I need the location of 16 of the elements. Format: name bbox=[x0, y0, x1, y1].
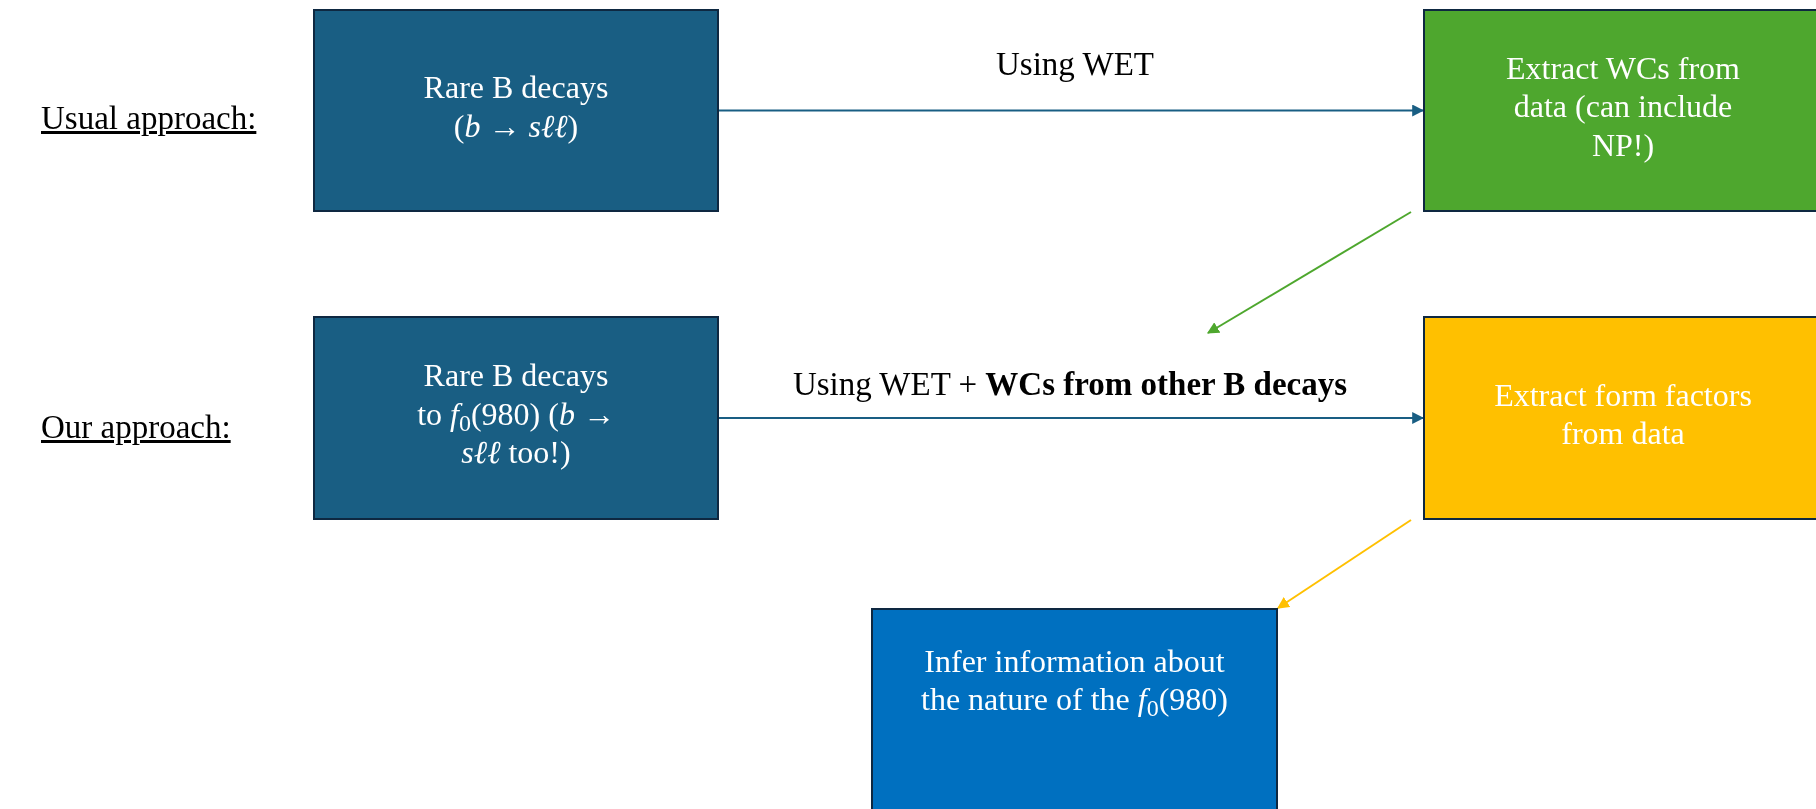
box-text: Rare B decays (b → sℓℓ) bbox=[422, 68, 610, 145]
process-box bbox=[313, 316, 719, 520]
row-label: Usual approach: bbox=[41, 99, 257, 138]
arrow bbox=[718, 412, 1425, 424]
process-box bbox=[871, 608, 1278, 809]
arrow bbox=[1206, 211, 1412, 334]
arrow bbox=[718, 104, 1425, 117]
box-text: Extract WCs from data (can include NP!) bbox=[1505, 48, 1741, 165]
process-box bbox=[1423, 316, 1816, 520]
box-text: Infer information about the nature of the f$_{0}$(980) bbox=[920, 642, 1229, 719]
box-text: Rare B decays to f$_{0}$(980) (b → sℓℓ too!) bbox=[416, 356, 616, 472]
row-label: Our approach: bbox=[41, 408, 231, 447]
process-box bbox=[1423, 9, 1816, 212]
process-box bbox=[313, 9, 719, 212]
arrow bbox=[1277, 519, 1412, 609]
box-text: Extract form factors from data bbox=[1493, 375, 1753, 453]
